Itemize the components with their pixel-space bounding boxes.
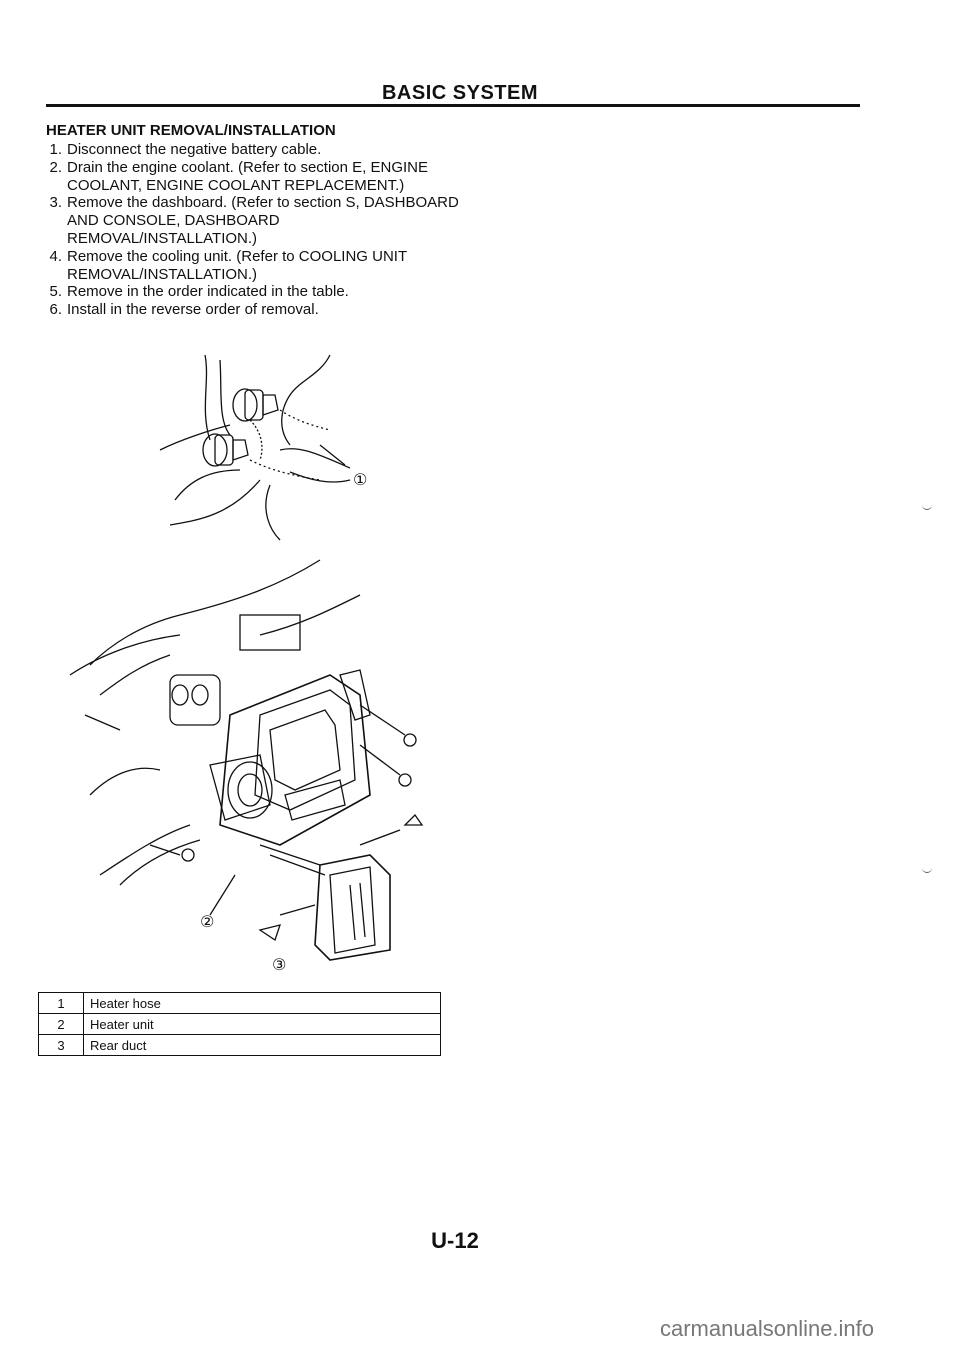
- page-number: U-12: [431, 1228, 479, 1253]
- table-row: 2 Heater unit: [38, 1013, 441, 1035]
- step-text: Install in the reverse order of removal.: [67, 301, 319, 319]
- scan-mark: [922, 505, 932, 510]
- part-number: 2: [38, 1013, 84, 1035]
- step-item: 2. Drain the engine coolant. (Refer to se…: [44, 159, 464, 195]
- step-text: Remove the cooling unit. (Refer to COOLI…: [67, 247, 407, 283]
- step-number: 3.: [49, 194, 62, 212]
- step-number: 2.: [49, 158, 62, 176]
- part-name: Heater hose: [83, 992, 441, 1014]
- step-number: 5.: [49, 283, 62, 301]
- step-text: Drain the engine coolant. (Refer to sect…: [67, 158, 429, 194]
- header-rule: [46, 104, 860, 107]
- step-item: 4. Remove the cooling unit. (Refer to COO…: [44, 248, 464, 284]
- section-title: HEATER UNIT REMOVAL/INSTALLATION: [46, 122, 336, 139]
- step-item: 3. Remove the dashboard. (Refer to sectio…: [44, 194, 464, 247]
- procedure-steps: 1. Disconnect the negative battery cable.…: [44, 141, 464, 319]
- step-item: 1. Disconnect the negative battery cable.: [44, 141, 464, 159]
- part-name: Heater unit: [83, 1013, 441, 1035]
- step-number: 1.: [49, 141, 62, 158]
- page-header-title: BASIC SYSTEM: [381, 82, 539, 104]
- step-number: 4.: [49, 247, 62, 265]
- scan-mark: [922, 868, 932, 873]
- watermark: carmanualsonline.info: [660, 1316, 875, 1341]
- step-text: Remove in the order indicated in the tab…: [67, 283, 349, 301]
- table-row: 3 Rear duct: [38, 1034, 441, 1056]
- callout-1: ①: [353, 470, 367, 489]
- callout-3: ③: [272, 955, 286, 974]
- part-number: 1: [38, 992, 84, 1014]
- parts-table: 1 Heater hose 2 Heater unit 3 Rear duct: [38, 992, 441, 1056]
- table-row: 1 Heater hose: [38, 992, 441, 1014]
- step-item: 6. Install in the reverse order of remova…: [44, 301, 464, 319]
- step-item: 5. Remove in the order indicated in the t…: [44, 283, 464, 301]
- callout-2: ②: [200, 912, 214, 931]
- heater-hose-illustration: ①: [159, 354, 367, 541]
- heater-unit-illustration: ② ③: [69, 559, 424, 974]
- part-name: Rear duct: [83, 1034, 441, 1056]
- step-text: Disconnect the negative battery cable.: [67, 141, 322, 158]
- part-number: 3: [38, 1034, 84, 1056]
- step-number: 6.: [49, 301, 62, 319]
- step-text: Remove the dashboard. (Refer to section …: [67, 194, 459, 247]
